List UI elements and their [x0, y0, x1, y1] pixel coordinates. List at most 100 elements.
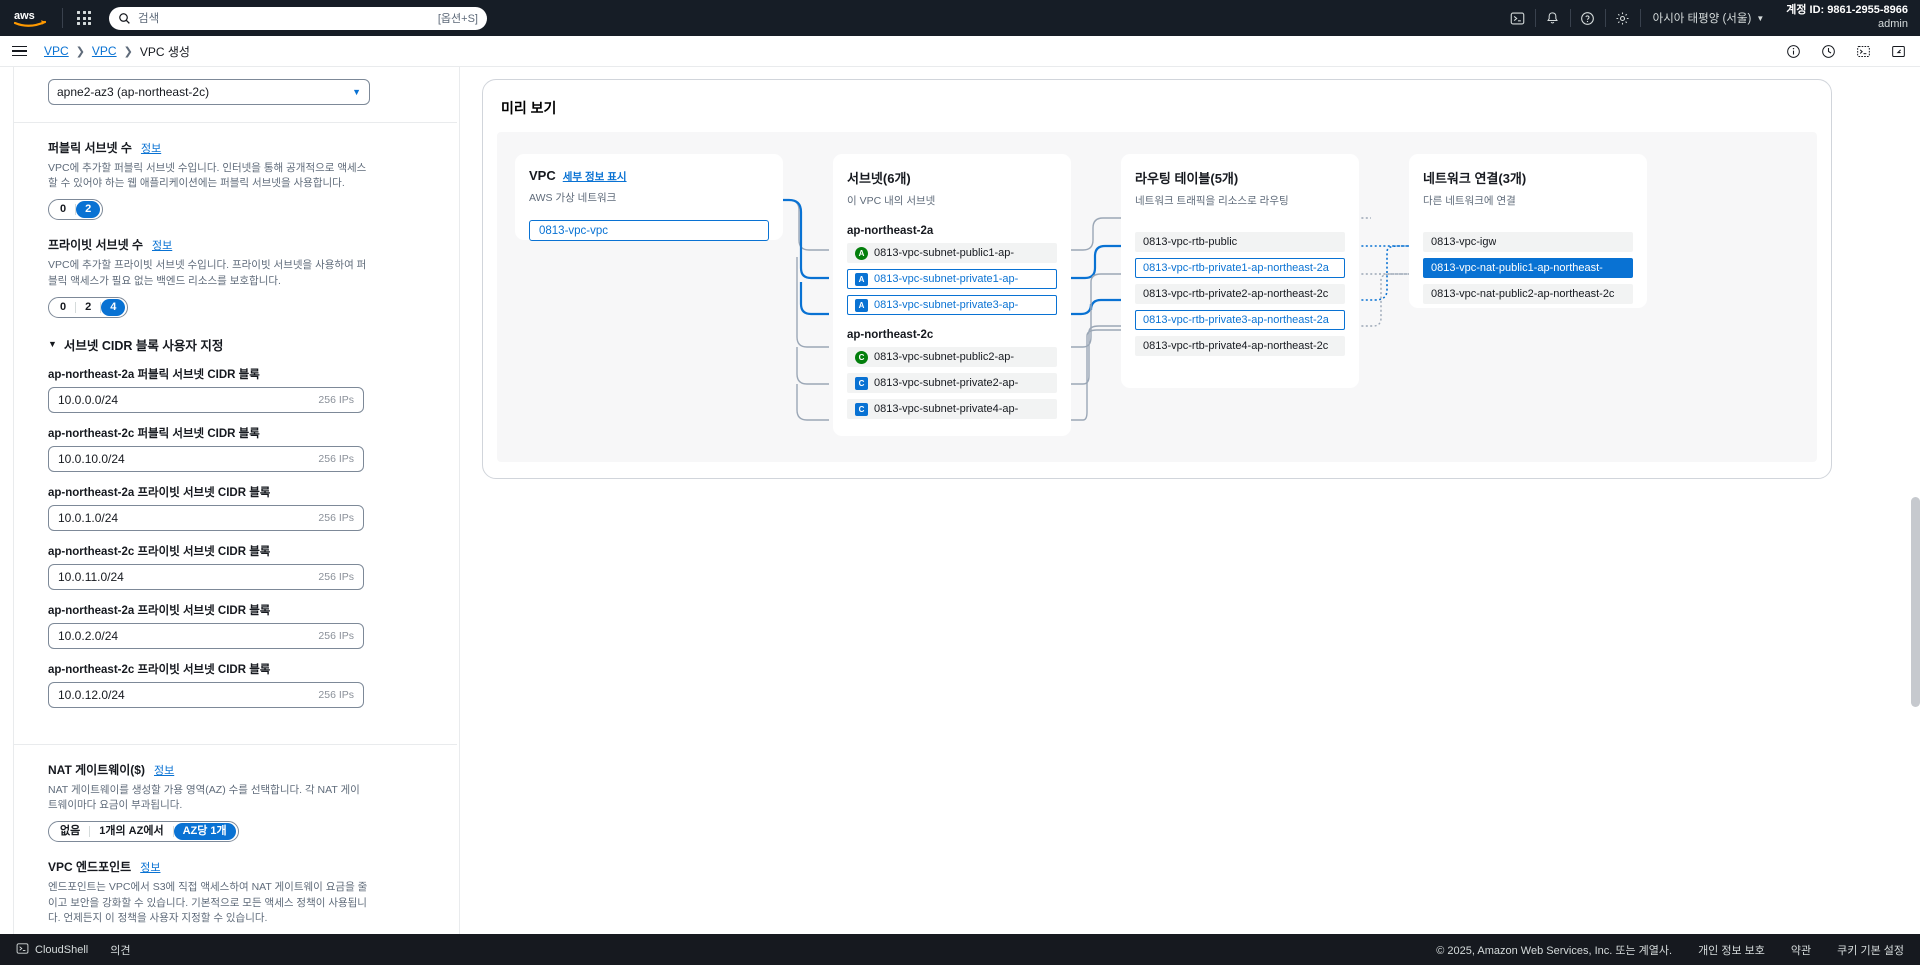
customize-subnet-cidr-expander[interactable]: ▼ 서브넷 CIDR 블록 사용자 지정	[48, 335, 423, 354]
account-id-label: 계정 ID: 9861-2955-8966	[1786, 4, 1908, 17]
cidr-block-ip-count: 256 IPs	[318, 688, 354, 701]
vpc-settings-form: apne2-az3 (ap-northeast-2c) ▼ 퍼블릭 서브넷 수 …	[14, 67, 460, 965]
show-details-link[interactable]: 세부 정보 표시	[562, 171, 627, 183]
cidr-block-group-0: ap-northeast-2a 퍼블릭 서브넷 CIDR 블록 10.0.0.0…	[48, 366, 423, 413]
account-menu[interactable]: 계정 ID: 9861-2955-8966 admin	[1776, 4, 1910, 32]
field-header: VPC 엔드포인트 정보	[48, 858, 423, 875]
public-subnet-count-segmented-control[interactable]: 0 2	[48, 199, 104, 221]
cidr-block-input-5[interactable]: 10.0.12.0/24 256 IPs	[48, 681, 364, 708]
subnets-column: 서브넷(6개) 이 VPC 내의 서브넷 ap-northeast-2a A 0…	[833, 154, 1071, 436]
subnet-label: 0813-vpc-subnet-private4-ap-	[874, 403, 1019, 415]
subnet-node-public1[interactable]: A 0813-vpc-subnet-public1-ap-	[847, 243, 1057, 263]
settings-gear-icon[interactable]	[1606, 0, 1640, 36]
network-node-igw[interactable]: 0813-vpc-igw	[1423, 232, 1633, 252]
app-grid-icon[interactable]	[69, 3, 99, 33]
cidr-block-ip-count: 256 IPs	[318, 511, 354, 524]
vpc-resource-name: 0813-vpc-vpc	[539, 224, 609, 237]
terminal-icon[interactable]	[1856, 44, 1871, 59]
route-table-label: 0813-vpc-rtb-public	[1143, 236, 1238, 248]
route-table-node-private3[interactable]: 0813-vpc-rtb-private3-ap-northeast-2a	[1135, 310, 1345, 330]
vertical-scrollbar[interactable]	[1911, 497, 1920, 707]
route-table-label: 0813-vpc-rtb-private3-ap-northeast-2a	[1143, 314, 1329, 326]
help-icon[interactable]	[1571, 0, 1605, 36]
privacy-link[interactable]: 개인 정보 보호	[1698, 944, 1765, 957]
feedback-link[interactable]: 의견	[110, 944, 131, 957]
az-badge-a-icon: A	[855, 298, 868, 312]
cloudshell-button[interactable]: CloudShell	[8, 942, 96, 958]
info-link[interactable]: 정보	[153, 764, 175, 777]
divider	[1639, 9, 1641, 27]
public-subnet-option-2[interactable]: 2	[76, 201, 101, 219]
subnet-node-private4[interactable]: C 0813-vpc-subnet-private4-ap-	[847, 399, 1057, 419]
public-subnet-option-0[interactable]: 0	[60, 203, 67, 216]
bell-icon[interactable]	[1536, 0, 1570, 36]
divider	[75, 301, 77, 313]
network-connections-title-label: 네트워크 연결(3개)	[1423, 171, 1527, 186]
cidr-block-input-0[interactable]: 10.0.0.0/24 256 IPs	[48, 386, 364, 413]
cidr-block-label: ap-northeast-2c 프라이빗 서브넷 CIDR 블록	[48, 663, 271, 676]
az-badge-a-icon: A	[855, 246, 868, 260]
chevron-down-icon: ▼	[1756, 13, 1765, 23]
route-table-node-private4[interactable]: 0813-vpc-rtb-private4-ap-northeast-2c	[1135, 336, 1345, 356]
cloudshell-icon[interactable]	[1501, 0, 1535, 36]
nat-gateway-option-none[interactable]: 없음	[60, 825, 81, 838]
nat-gateway-option-one-az[interactable]: 1개의 AZ에서	[99, 825, 164, 838]
route-table-node-private1[interactable]: 0813-vpc-rtb-private1-ap-northeast-2a	[1135, 258, 1345, 278]
subnet-label: 0813-vpc-subnet-public2-ap-	[874, 351, 1015, 363]
nat-gateway-label: NAT 게이트웨이($)	[48, 762, 145, 777]
az-group-header-2a: ap-northeast-2a	[847, 225, 934, 237]
aws-logo[interactable]: aws	[8, 5, 52, 31]
cidr-block-input-3[interactable]: 10.0.11.0/24 256 IPs	[48, 563, 364, 590]
route-table-node-public[interactable]: 0813-vpc-rtb-public	[1135, 232, 1345, 252]
nat-gateway-segmented-control[interactable]: 없음 1개의 AZ에서 AZ당 1개	[48, 821, 239, 843]
private-subnet-count-label: 프라이빗 서브넷 수	[48, 238, 143, 253]
subnet-node-public2[interactable]: C 0813-vpc-subnet-public2-ap-	[847, 347, 1057, 367]
expand-panel-icon[interactable]	[1891, 44, 1906, 59]
subnet-node-private1[interactable]: A 0813-vpc-subnet-private1-ap-	[847, 269, 1057, 289]
svg-text:aws: aws	[14, 10, 35, 22]
vpc-endpoints-description: 엔드포인트는 VPC에서 S3에 직접 액세스하여 NAT 게이트웨이 요금을 …	[48, 881, 368, 924]
history-icon[interactable]	[1821, 44, 1836, 59]
network-node-nat-public2[interactable]: 0813-vpc-nat-public2-ap-northeast-2c	[1423, 284, 1633, 304]
availability-zone-select[interactable]: apne2-az3 (ap-northeast-2c) ▼	[48, 79, 370, 105]
cidr-block-input-1[interactable]: 10.0.10.0/24 256 IPs	[48, 445, 364, 472]
private-subnet-count-field: 프라이빗 서브넷 수 정보 VPC에 추가할 프라이빗 서브넷 수입니다. 프라…	[48, 236, 423, 318]
private-subnet-option-0[interactable]: 0	[60, 300, 67, 313]
nat-gateway-option-per-az[interactable]: AZ당 1개	[173, 823, 236, 841]
breadcrumb-item-vpc-1[interactable]: VPC	[44, 44, 69, 58]
info-link[interactable]: 정보	[140, 143, 162, 155]
private-subnet-option-2[interactable]: 2	[85, 300, 92, 313]
network-connection-label: 0813-vpc-igw	[1431, 236, 1497, 248]
route-tables-title-label: 라우팅 테이블(5개)	[1135, 171, 1239, 186]
breadcrumb-bar: VPC ❯ VPC ❯ VPC 생성	[0, 36, 1920, 67]
breadcrumb: VPC ❯ VPC ❯ VPC 생성	[44, 43, 190, 60]
cidr-block-input-4[interactable]: 10.0.2.0/24 256 IPs	[48, 622, 364, 649]
global-search-input[interactable]: 검색 [옵션+S]	[109, 6, 487, 30]
private-subnet-option-4[interactable]: 4	[101, 298, 126, 316]
network-node-nat-public1[interactable]: 0813-vpc-nat-public1-ap-northeast-	[1423, 258, 1633, 278]
public-subnet-count-label: 퍼블릭 서브넷 수	[48, 141, 132, 155]
divider	[172, 826, 174, 838]
subnets-column-description: 이 VPC 내의 서브넷	[847, 195, 936, 207]
cidr-block-value: 10.0.12.0/24	[58, 687, 125, 702]
breadcrumb-item-vpc-2[interactable]: VPC	[91, 44, 117, 58]
private-subnet-count-segmented-control[interactable]: 0 2 4	[48, 296, 129, 318]
route-table-node-private2[interactable]: 0813-vpc-rtb-private2-ap-northeast-2c	[1135, 284, 1345, 304]
cookie-preferences-link[interactable]: 쿠키 기본 설정	[1837, 944, 1904, 957]
terms-link[interactable]: 약관	[1790, 944, 1812, 957]
section-divider	[14, 743, 457, 745]
hamburger-icon[interactable]	[12, 45, 30, 57]
vpc-resource-map: VPC 세부 정보 표시 AWS 가상 네트워크 0813-vpc-vpc 서브…	[497, 132, 1817, 462]
divider	[100, 301, 102, 313]
region-selector[interactable]: 아시아 태평양 (서울) ▼	[1641, 0, 1777, 36]
vpc-resource-node[interactable]: 0813-vpc-vpc	[529, 220, 769, 241]
subnet-node-private3[interactable]: A 0813-vpc-subnet-private3-ap-	[847, 295, 1057, 315]
cidr-block-input-2[interactable]: 10.0.1.0/24 256 IPs	[48, 504, 364, 531]
info-link[interactable]: 정보	[140, 862, 161, 875]
info-icon[interactable]	[1786, 44, 1801, 59]
az-badge-c-icon: C	[855, 376, 868, 390]
info-link[interactable]: 정보	[152, 240, 173, 253]
subnet-node-private2[interactable]: C 0813-vpc-subnet-private2-ap-	[847, 373, 1057, 393]
breadcrumb-item-current: VPC 생성	[139, 44, 190, 59]
topnav-right-group: 아시아 태평양 (서울) ▼ 계정 ID: 9861-2955-8966 adm…	[1501, 0, 1910, 36]
